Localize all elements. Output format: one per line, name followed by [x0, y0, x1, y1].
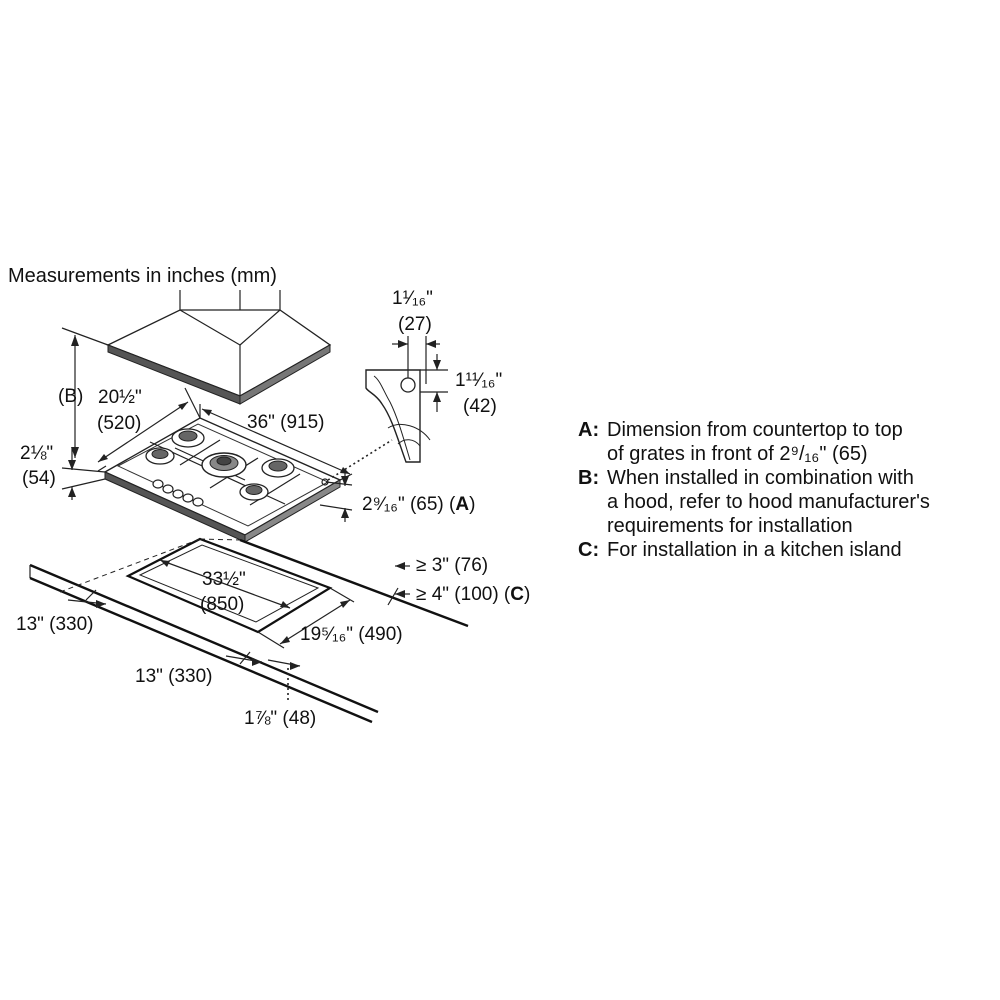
dimension-cutout-depth-label: 19⁵⁄₁₆" (490)	[300, 624, 403, 645]
dimension-cutout-width-mm: (850)	[200, 594, 244, 615]
dimension-island-key: C	[510, 584, 524, 605]
hood-illustration	[106, 290, 332, 405]
dimension-hood-offset-mm: (27)	[398, 314, 432, 335]
legend-text-b-line-2: a hood, refer to hood manufacturer's	[607, 491, 930, 513]
dimension-front-clearance-label: 1⅞" (48)	[244, 708, 316, 729]
burner-front-right	[239, 483, 269, 501]
legend-text-a-line-2: of grates in front of 2⁹/₁₆" (65)	[607, 443, 868, 465]
diagram-title: Measurements in inches (mm)	[8, 265, 277, 287]
legend-item-a: A: Dimension from countertop to top of g…	[578, 418, 988, 466]
burner-rear-right	[261, 458, 295, 478]
svg-text:2⁹⁄₁₆" (65) (A): 2⁹⁄₁₆" (65) (A)	[362, 494, 475, 515]
dimension-a: 2⁹⁄₁₆" (65) (A)	[319, 472, 475, 522]
dimension-hood-offset-in: 1¹⁄₁₆"	[392, 288, 433, 309]
legend-text-b-line-1: When installed in combination with	[607, 467, 914, 489]
dimension-island-close: )	[524, 584, 530, 605]
dimension-cutout-width-in: 33½"	[202, 569, 246, 590]
dimension-hood-offset: 1¹⁄₁₆" (27)	[392, 288, 440, 384]
svg-text:≥ 4" (100) (C): ≥ 4" (100) (C)	[416, 584, 530, 605]
dimension-side-clearance-2: 13" (330)	[135, 651, 263, 687]
dimension-side-clearance-1-label: 13" (330)	[16, 614, 94, 635]
dimension-bracket-height: 1¹¹⁄₁₆" (42)	[420, 354, 502, 417]
dimension-island-clearance: ≥ 4" (100) (C)	[387, 584, 530, 606]
legend: A: Dimension from countertop to top of g…	[578, 418, 988, 562]
dimension-thickness: 2⅛" (54)	[20, 443, 106, 500]
burner-front-left	[145, 447, 175, 465]
dimension-thickness-in: 2⅛"	[20, 443, 53, 464]
dimension-width: 36" (915)	[199, 404, 353, 481]
dimension-bracket-height-in: 1¹¹⁄₁₆"	[455, 370, 502, 391]
legend-text-a-line-1: Dimension from countertop to top	[607, 419, 903, 441]
legend-key-b: B:	[578, 467, 600, 489]
dimension-rear-clearance: ≥ 3" (76)	[395, 555, 488, 576]
dimension-b: (B)	[58, 327, 109, 458]
legend-text-c-line-1: For installation in a kitchen island	[607, 539, 902, 561]
dimension-front-clearance: 1⅞" (48)	[244, 659, 316, 729]
legend-key-a: A:	[578, 419, 600, 441]
dimension-b-label: (B)	[58, 386, 83, 407]
dimension-side-clearance-1: 13" (330)	[16, 589, 107, 635]
burner-rear-left	[171, 428, 205, 448]
dimension-depth-mm: (520)	[97, 413, 141, 434]
legend-item-b: B: When installed in combination with a …	[578, 466, 988, 538]
burner-center-wok	[201, 452, 247, 478]
cooktop-illustration	[103, 417, 342, 543]
dimension-cutout-width: 33½" (850)	[159, 559, 291, 615]
control-knobs	[152, 479, 204, 507]
dimension-island-label: ≥ 4" (100) (	[416, 584, 511, 605]
dimension-a-label: 2⁹⁄₁₆" (65) (	[362, 494, 456, 515]
dimension-side-clearance-2-label: 13" (330)	[135, 666, 213, 687]
dimension-cutout-depth: 19⁵⁄₁₆" (490)	[257, 587, 403, 649]
dimension-bracket-height-mm: (42)	[463, 396, 497, 417]
dimension-depth: 20½" (520)	[97, 387, 201, 472]
dimension-depth-in: 20½"	[98, 387, 142, 408]
legend-text-b-line-3: requirements for installation	[607, 515, 853, 537]
dimension-a-key: A	[455, 494, 469, 515]
detail-leader	[321, 439, 393, 486]
legend-item-c: C: For installation in a kitchen island	[578, 538, 988, 562]
legend-key-c: C:	[578, 539, 600, 561]
dimension-thickness-mm: (54)	[22, 468, 56, 489]
dimension-width-label: 36" (915)	[247, 412, 325, 433]
grate-profile-detail	[365, 369, 431, 463]
dimension-rear-clearance-label: ≥ 3" (76)	[416, 555, 488, 576]
dimension-a-close: )	[469, 494, 475, 515]
